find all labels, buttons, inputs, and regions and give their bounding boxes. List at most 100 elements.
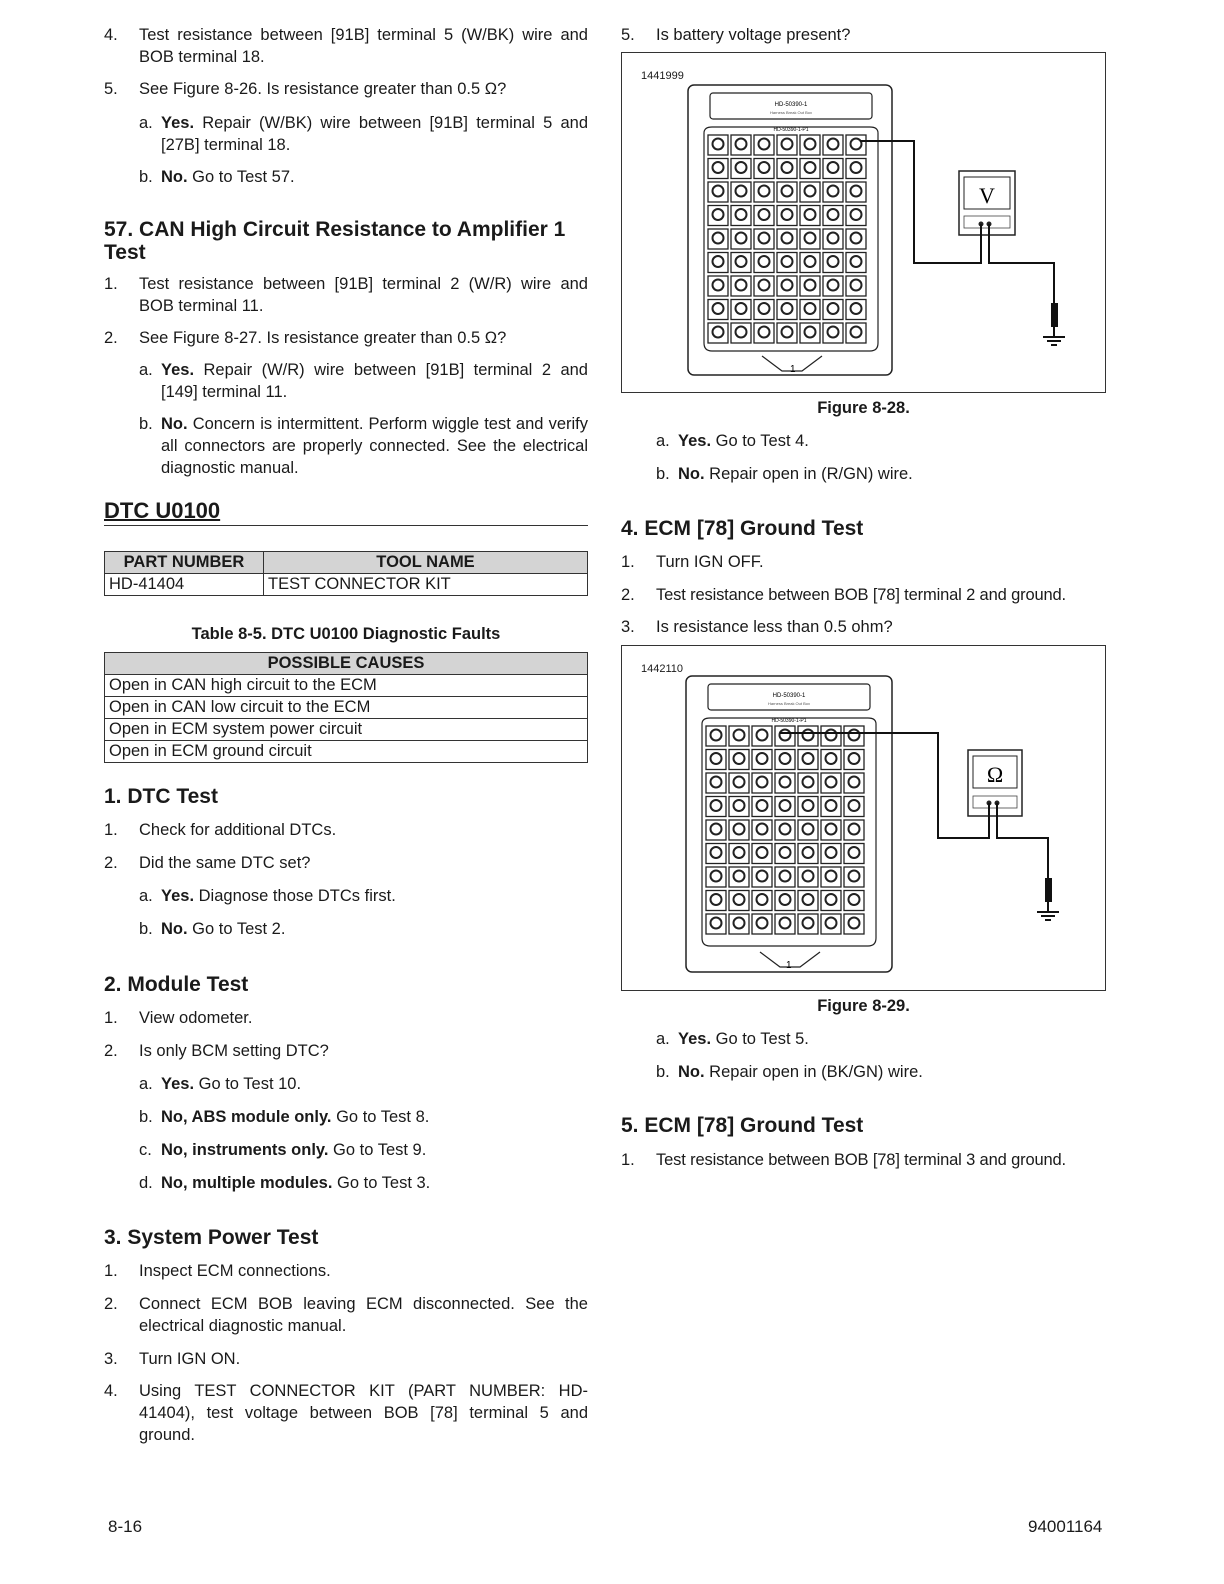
tools-cell-tool-name: TEST CONNECTOR KIT — [263, 573, 588, 596]
substep-letter: b. — [139, 1108, 153, 1126]
bob-pin-socket — [757, 231, 771, 245]
bob-sublabel: Harness Break Out Box — [768, 701, 810, 706]
step-4: 4. Test resistance between [91B] termina… — [104, 24, 588, 68]
volt-icon: V — [979, 183, 995, 208]
bob-pin-socket — [732, 846, 746, 859]
bob-pin-socket — [780, 137, 794, 151]
bob-pin-socket — [824, 893, 838, 906]
step-text: Test resistance between BOB [78] termina… — [656, 1151, 1066, 1169]
module-test-substep-d: d. No, multiple modules. Go to Test 3. — [139, 1172, 588, 1194]
step-text: Using TEST CONNECTOR KIT (PART NUMBER: H… — [139, 1382, 588, 1444]
substep-letter: d. — [139, 1174, 153, 1192]
substep-letter: a. — [139, 361, 153, 379]
step-text: Inspect ECM connections. — [139, 1262, 331, 1280]
substep-text: Diagnose those DTCs first. — [194, 887, 396, 905]
substep-5b: b. No. Go to Test 57. — [139, 166, 588, 188]
substep-text: Repair open in (R/GN) wire. — [704, 465, 913, 483]
module-test-substep-b: b. No, ABS module only. Go to Test 8. — [139, 1106, 588, 1128]
causes-table: POSSIBLE CAUSES Open in CAN high circuit… — [104, 652, 588, 763]
answer-label: No, multiple modules. — [161, 1174, 333, 1192]
bob-pin-socket — [826, 302, 840, 315]
ground-icon — [1037, 878, 1059, 921]
substep-text: Go to Test 10. — [194, 1075, 302, 1093]
bob-pin-socket — [803, 325, 817, 339]
step-number: 4. — [104, 1382, 118, 1400]
bob-pin-socket — [778, 728, 792, 742]
step-text: Is battery voltage present? — [656, 26, 851, 44]
substep-letter: a. — [139, 114, 153, 132]
bob-pin-socket — [755, 799, 769, 812]
bob-pin-socket — [732, 869, 746, 883]
step-text: Check for additional DTCs. — [139, 821, 337, 839]
table-caption: Table 8-5. DTC U0100 Diagnostic Faults — [191, 625, 501, 643]
bob-pin-socket — [755, 869, 769, 883]
bob-pin-socket — [732, 728, 746, 742]
section-heading-system-power-test: 3. System Power Test — [104, 1226, 319, 1249]
pin-grid — [705, 725, 865, 935]
bob-pin-socket — [824, 752, 838, 765]
bob-pin-socket — [847, 775, 861, 789]
bob-pin-socket — [755, 893, 769, 906]
section-heading-ecm-ground-test-5: 5. ECM [78] Ground Test — [621, 1114, 864, 1137]
bob-pin-socket — [734, 208, 748, 221]
answer-label: No. — [161, 168, 188, 186]
bob-pin-socket — [755, 846, 769, 859]
tools-table: PART NUMBER TOOL NAME HD-41404 TEST CONN… — [104, 551, 588, 596]
substep-letter: b. — [656, 1063, 670, 1081]
figure-id: 1442110 — [641, 663, 684, 675]
step-number: 1. — [104, 1262, 118, 1280]
bob-pin-socket — [849, 137, 863, 151]
ohm-icon: Ω — [987, 762, 1003, 787]
bob-pin-socket — [801, 752, 815, 765]
bob-sublabel: Harness Break Out Box — [770, 110, 812, 115]
bob-pin-socket — [847, 869, 861, 883]
answer-label: Yes. — [161, 361, 195, 379]
bob-pin-socket — [732, 775, 746, 789]
substep-text: Go to Test 5. — [711, 1030, 809, 1048]
dtc-test-substep-a: a. Yes. Diagnose those DTCs first. — [139, 885, 588, 907]
bob-pin-socket — [801, 799, 815, 812]
substep-5a: a. Yes. Repair (W/BK) wire between [91B]… — [139, 112, 588, 156]
bob-pin-socket — [757, 161, 771, 174]
right-step-5: 5. Is battery voltage present? — [621, 24, 1106, 46]
bob-pin-socket — [780, 184, 794, 198]
step-text: Is only BCM setting DTC? — [139, 1042, 329, 1060]
bob-pin-socket — [734, 278, 748, 292]
bob-pin-socket — [826, 278, 840, 292]
substep-text: Repair (W/R) wire between [91B] terminal… — [161, 361, 588, 401]
step-number: 1. — [621, 1151, 635, 1169]
step-text: See Figure 8-26. Is resistance greater t… — [139, 80, 507, 98]
test57-step-2: 2. See Figure 8-27. Is resistance greate… — [104, 327, 588, 349]
step-text: Test resistance between [91B] terminal 2… — [139, 275, 588, 315]
power-test-step-3: 3. Turn IGN ON. — [104, 1348, 588, 1370]
bob-pin-socket — [778, 799, 792, 812]
power-test-step-4: 4. Using TEST CONNECTOR KIT (PART NUMBER… — [104, 1380, 588, 1446]
dtc-test-substep-b: b. No. Go to Test 2. — [139, 918, 588, 940]
module-test-substep-c: c. No, instruments only. Go to Test 9. — [139, 1139, 588, 1161]
bob-pin-socket — [803, 255, 817, 268]
step-number: 4. — [104, 26, 118, 44]
answer-label: No, instruments only. — [161, 1141, 329, 1159]
step-number: 3. — [621, 618, 635, 636]
ohmmeter: Ω — [967, 749, 1023, 817]
bob-pin-socket — [778, 846, 792, 859]
bob-pin-socket — [757, 325, 771, 339]
step-number: 2. — [104, 854, 118, 872]
bob-pin-socket — [826, 208, 840, 221]
bob-pin-socket — [709, 846, 723, 859]
bob-pin-socket — [801, 775, 815, 789]
test57-substep-a: a. Yes. Repair (W/R) wire between [91B] … — [139, 359, 588, 403]
step-text: Did the same DTC set? — [139, 854, 311, 872]
bob-pin-socket — [734, 184, 748, 198]
step-5: 5. See Figure 8-26. Is resistance greate… — [104, 78, 588, 100]
bob-pin-socket — [847, 893, 861, 906]
step-number: 3. — [104, 1350, 118, 1368]
bob-pin-socket — [801, 869, 815, 883]
step-number: 2. — [621, 586, 635, 604]
causes-header: POSSIBLE CAUSES — [104, 652, 588, 675]
substep-letter: b. — [656, 465, 670, 483]
breakout-box: HD-50390-1 Harness Break Out Box HD-5039… — [687, 84, 893, 376]
bob-pin-socket — [757, 208, 771, 221]
step-number: 5. — [621, 26, 635, 44]
bob-pin-socket — [824, 728, 838, 742]
